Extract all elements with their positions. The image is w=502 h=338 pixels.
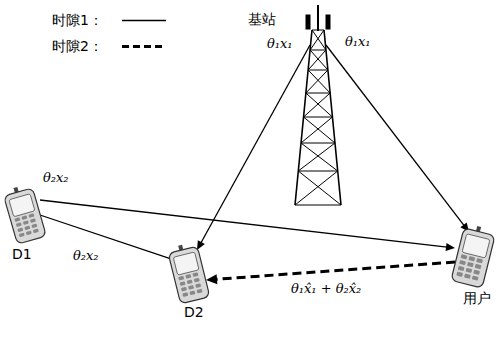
legend-sample — [122, 20, 166, 22]
phone-icon — [2, 183, 46, 244]
device-node: D1 — [8, 190, 42, 242]
legend-text: 时隙2： — [52, 38, 103, 55]
node-label: D1 — [12, 246, 32, 263]
signal-label: θ₂x₂ — [72, 248, 100, 264]
tower-icon — [292, 5, 344, 205]
legend-text: 时隙1： — [52, 12, 103, 29]
tower-lattice — [295, 5, 341, 205]
signal-label: θ₁x₁ — [344, 34, 372, 50]
base-station: 基站 — [292, 5, 344, 205]
signal-label: θ₁x̂₁ + θ₂x̂₂ — [290, 281, 362, 297]
phone-icon — [455, 230, 491, 286]
legend-sample — [122, 45, 166, 48]
solid-arrow — [40, 215, 180, 263]
solid-arrow — [326, 45, 469, 232]
phone-icon — [172, 248, 206, 302]
node-label: D2 — [184, 304, 204, 321]
phone-icon — [8, 190, 42, 242]
signal-label: θ₁x₁ — [266, 36, 294, 52]
device-node: D2 — [172, 248, 206, 302]
device-node: 用户 — [455, 230, 491, 286]
signal-label: θ₂x₂ — [42, 170, 70, 186]
solid-arrow — [197, 45, 310, 250]
node-label: 基站 — [248, 11, 276, 28]
phone-icon — [451, 223, 496, 288]
phone-icon — [167, 241, 210, 304]
node-label: 用户 — [463, 290, 491, 307]
solid-arrow — [40, 200, 455, 251]
